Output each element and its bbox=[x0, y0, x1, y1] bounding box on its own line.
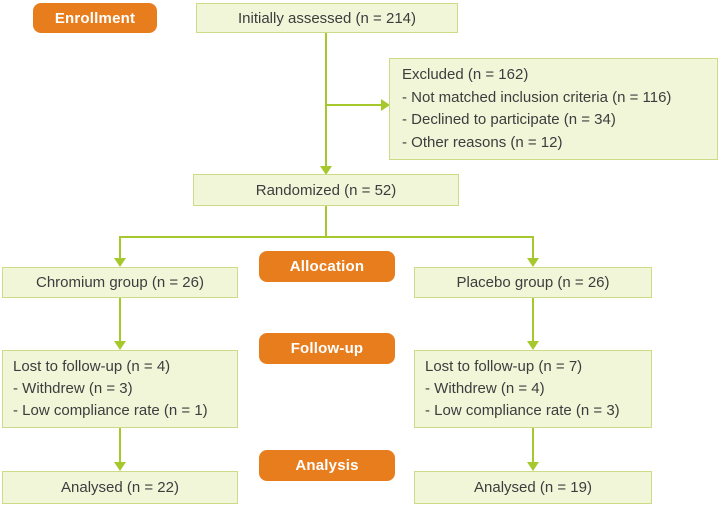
arrowhead-into-lost-placebo bbox=[527, 341, 539, 350]
line-split-horizontal bbox=[119, 236, 534, 238]
line-split-left bbox=[119, 236, 121, 259]
randomized-label: Randomized (n = 52) bbox=[255, 181, 397, 199]
excluded-reason-2: - Declined to participate (n = 34) bbox=[402, 111, 616, 128]
line-placebo-to-lost bbox=[532, 298, 534, 342]
arrowhead-into-lost-chromium bbox=[114, 341, 126, 350]
excluded-title: Excluded (n = 162) bbox=[402, 66, 529, 83]
analysed-placebo-label: Analysed (n = 19) bbox=[474, 479, 592, 496]
line-lost-placebo-to-analysed bbox=[532, 428, 534, 463]
excluded-reason-1: - Not matched inclusion criteria (n = 11… bbox=[402, 88, 672, 106]
initially-assessed-label: Initially assessed (n = 214) bbox=[237, 9, 416, 27]
line-to-excluded bbox=[326, 104, 382, 106]
arrowhead-into-analysed-chromium bbox=[114, 462, 126, 471]
randomized-box: Randomized (n = 52) bbox=[193, 174, 459, 206]
lost-placebo-reason-1: - Withdrew (n = 4) bbox=[425, 380, 545, 397]
lost-chromium-box: Lost to follow-up (n = 4) - Withdrew (n … bbox=[2, 350, 238, 428]
line-chromium-to-lost bbox=[119, 298, 121, 342]
allocation-badge: Allocation bbox=[259, 251, 395, 282]
arrowhead-into-randomized bbox=[320, 166, 332, 175]
chromium-group-box: Chromium group (n = 26) bbox=[2, 267, 238, 298]
lost-chromium-reason-1: - Withdrew (n = 3) bbox=[13, 380, 133, 397]
lost-placebo-reason-2: - Low compliance rate (n = 3) bbox=[425, 402, 620, 419]
arrowhead-into-chromium bbox=[114, 258, 126, 267]
placebo-group-label: Placebo group (n = 26) bbox=[456, 274, 610, 291]
line-randomized-down bbox=[325, 206, 327, 237]
line-assessed-to-randomized bbox=[325, 33, 327, 167]
analysed-placebo-box: Analysed (n = 19) bbox=[414, 471, 652, 504]
followup-badge: Follow-up bbox=[259, 333, 395, 364]
placebo-group-box: Placebo group (n = 26) bbox=[414, 267, 652, 298]
analysis-badge: Analysis bbox=[259, 450, 395, 481]
lost-chromium-title: Lost to follow-up (n = 4) bbox=[13, 358, 171, 375]
arrowhead-into-excluded bbox=[381, 99, 390, 111]
analysed-chromium-label: Analysed (n = 22) bbox=[61, 479, 179, 496]
lost-placebo-title: Lost to follow-up (n = 7) bbox=[425, 358, 583, 375]
lost-placebo-box: Lost to follow-up (n = 7) - Withdrew (n … bbox=[414, 350, 652, 428]
arrowhead-into-analysed-placebo bbox=[527, 462, 539, 471]
lost-chromium-reason-2: - Low compliance rate (n = 1) bbox=[13, 402, 208, 419]
excluded-reason-3: - Other reasons (n = 12) bbox=[402, 133, 563, 151]
arrowhead-into-placebo bbox=[527, 258, 539, 267]
analysed-chromium-box: Analysed (n = 22) bbox=[2, 471, 238, 504]
chromium-group-label: Chromium group (n = 26) bbox=[36, 274, 204, 291]
enrollment-badge: Enrollment bbox=[33, 3, 157, 33]
excluded-box: Excluded (n = 162) - Not matched inclusi… bbox=[389, 58, 718, 160]
line-lost-chromium-to-analysed bbox=[119, 428, 121, 463]
line-split-right bbox=[532, 236, 534, 259]
initially-assessed-box: Initially assessed (n = 214) bbox=[196, 3, 458, 33]
